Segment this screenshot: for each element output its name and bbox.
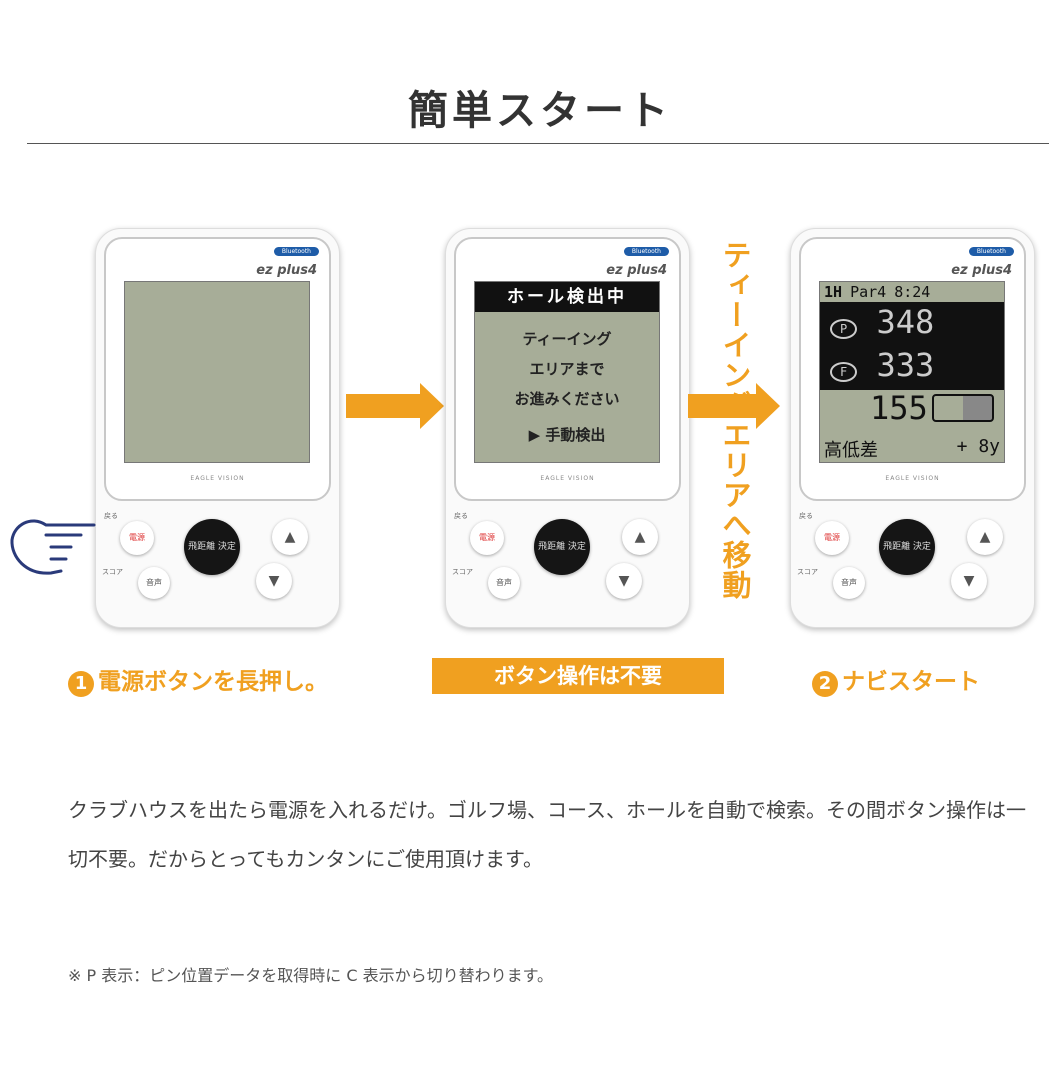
screen-header: ホール検出中 <box>475 282 659 312</box>
arrow-right-icon <box>346 383 444 429</box>
pin-icon: P <box>830 319 858 339</box>
sound-button[interactable]: 音声 <box>138 567 170 599</box>
clock: 8:24 <box>894 283 931 301</box>
down-button[interactable]: ▼ <box>256 563 292 599</box>
center-button[interactable]: 飛距離 決定 <box>534 519 590 575</box>
device-face: Bluetooth ez plus4 EAGLE VISION <box>104 237 331 501</box>
remaining-distance: 155 <box>820 390 1004 426</box>
lcd-screen-blank <box>124 281 310 463</box>
device-logo: ez plus4 <box>256 263 317 278</box>
remaining-value: 155 <box>870 389 928 427</box>
score-label: スコア <box>102 568 123 576</box>
lcd-screen: ホール検出中 ティーイング エリアまで お進みください ▶ 手動検出 <box>474 281 660 463</box>
score-label: スコア <box>452 568 473 576</box>
hole-number: 1H <box>824 283 843 301</box>
par: Par4 <box>850 283 887 301</box>
lcd-screen: 1H Par4 8:24 P 348 F 333 155 高低差 + 8y <box>819 281 1005 463</box>
back-label: 戻る <box>799 512 813 520</box>
power-button[interactable]: 電源 <box>120 521 154 555</box>
score-label: スコア <box>797 568 818 576</box>
center-button[interactable]: 飛距離 決定 <box>879 519 935 575</box>
brand-logo: EAGLE VISION <box>885 475 940 482</box>
no-button-needed-badge: ボタン操作は不要 <box>432 658 724 694</box>
front-icon: F <box>830 362 858 382</box>
device-face: Bluetooth ez plus4 ホール検出中 ティーイング エリアまで お… <box>454 237 681 501</box>
move-to-tee-text: ティーイングエリアへ移動 <box>718 240 752 600</box>
screen-line: ティーイング <box>522 330 612 348</box>
pin-distance: P 348 <box>830 304 1004 347</box>
screen-line: お進みください <box>514 390 620 408</box>
back-label: 戻る <box>104 512 118 520</box>
page-title: 簡単スタート <box>408 88 672 134</box>
pin-distance-value: 348 <box>876 303 935 341</box>
power-button[interactable]: 電源 <box>815 521 849 555</box>
device-face: Bluetooth ez plus4 1H Par4 8:24 P 348 F … <box>799 237 1026 501</box>
brand-logo: EAGLE VISION <box>540 475 595 482</box>
title-divider <box>27 143 1049 144</box>
sound-button[interactable]: 音声 <box>833 567 865 599</box>
up-button[interactable]: ▲ <box>622 519 658 555</box>
distance-panel: P 348 F 333 <box>820 304 1004 390</box>
step-two-text: ナビスタート <box>842 669 980 695</box>
up-button[interactable]: ▲ <box>272 519 308 555</box>
manual-detect: ▶ 手動検出 <box>528 426 606 444</box>
elevation-row: 高低差 + 8y <box>820 426 1004 462</box>
device-power-off: Bluetooth ez plus4 EAGLE VISION 戻る スコア 電… <box>95 228 340 628</box>
device-navigation: Bluetooth ez plus4 1H Par4 8:24 P 348 F … <box>790 228 1035 628</box>
status-bar: 1H Par4 8:24 <box>820 282 1004 304</box>
pointing-hand-icon <box>10 519 96 575</box>
footnote: ※ P 表示：ピン位置データを取得時に C 表示から切り替わります。 <box>68 966 553 985</box>
step-number: 2 <box>812 671 838 697</box>
arrow-right-icon <box>688 383 780 429</box>
bluetooth-badge: Bluetooth <box>273 247 319 256</box>
elevation-label: 高低差 <box>824 440 878 461</box>
down-button[interactable]: ▼ <box>606 563 642 599</box>
center-button[interactable]: 飛距離 決定 <box>184 519 240 575</box>
bluetooth-badge: Bluetooth <box>968 247 1014 256</box>
front-distance-value: 333 <box>876 346 935 384</box>
screen-line: エリアまで <box>529 360 605 378</box>
brand-logo: EAGLE VISION <box>190 475 245 482</box>
back-label: 戻る <box>454 512 468 520</box>
step-one-text: 電源ボタンを長押し。 <box>98 669 328 695</box>
step-number: 1 <box>68 671 94 697</box>
description-text: クラブハウスを出たら電源を入れるだけ。ゴルフ場、コース、ホールを自動で検索。その… <box>68 798 1026 871</box>
device-logo: ez plus4 <box>606 263 667 278</box>
device-hole-detect: Bluetooth ez plus4 ホール検出中 ティーイング エリアまで お… <box>445 228 690 628</box>
elevation-value: + 8y <box>956 436 1000 457</box>
front-distance: F 333 <box>830 347 1004 390</box>
power-button[interactable]: 電源 <box>470 521 504 555</box>
bluetooth-badge: Bluetooth <box>623 247 669 256</box>
green-icon <box>931 394 994 422</box>
sound-button[interactable]: 音声 <box>488 567 520 599</box>
up-button[interactable]: ▲ <box>967 519 1003 555</box>
down-button[interactable]: ▼ <box>951 563 987 599</box>
device-logo: ez plus4 <box>951 263 1012 278</box>
